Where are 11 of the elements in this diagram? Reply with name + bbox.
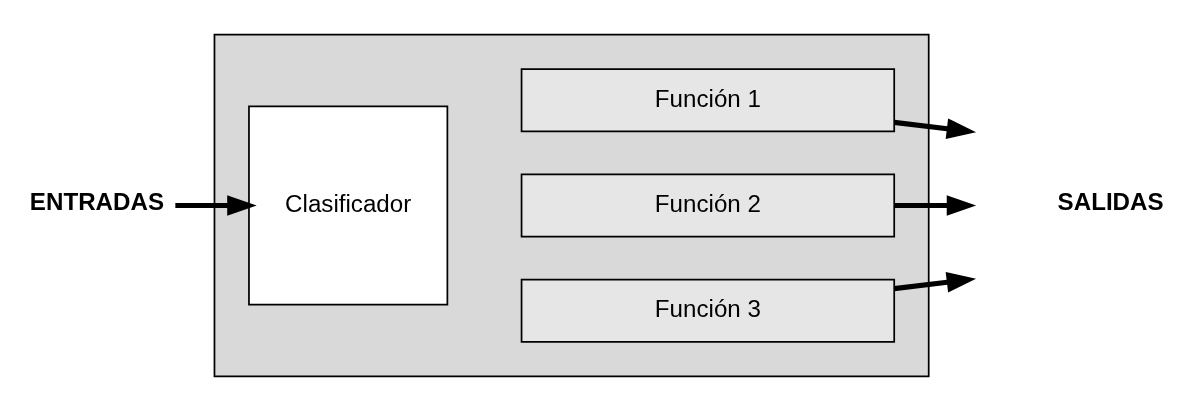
arrow [893, 118, 977, 139]
node-box: Función 1 [520, 67, 896, 132]
node-box: Función 2 [520, 173, 896, 237]
label: SALIDAS [1057, 187, 1164, 215]
node-box: Clasificador [248, 104, 449, 306]
cluster [213, 33, 930, 377]
arrow [175, 194, 257, 216]
node-text: ENTRADAS [29, 187, 164, 215]
arrow [893, 271, 977, 292]
arrow [894, 194, 977, 216]
node-box: Función 3 [520, 278, 896, 343]
